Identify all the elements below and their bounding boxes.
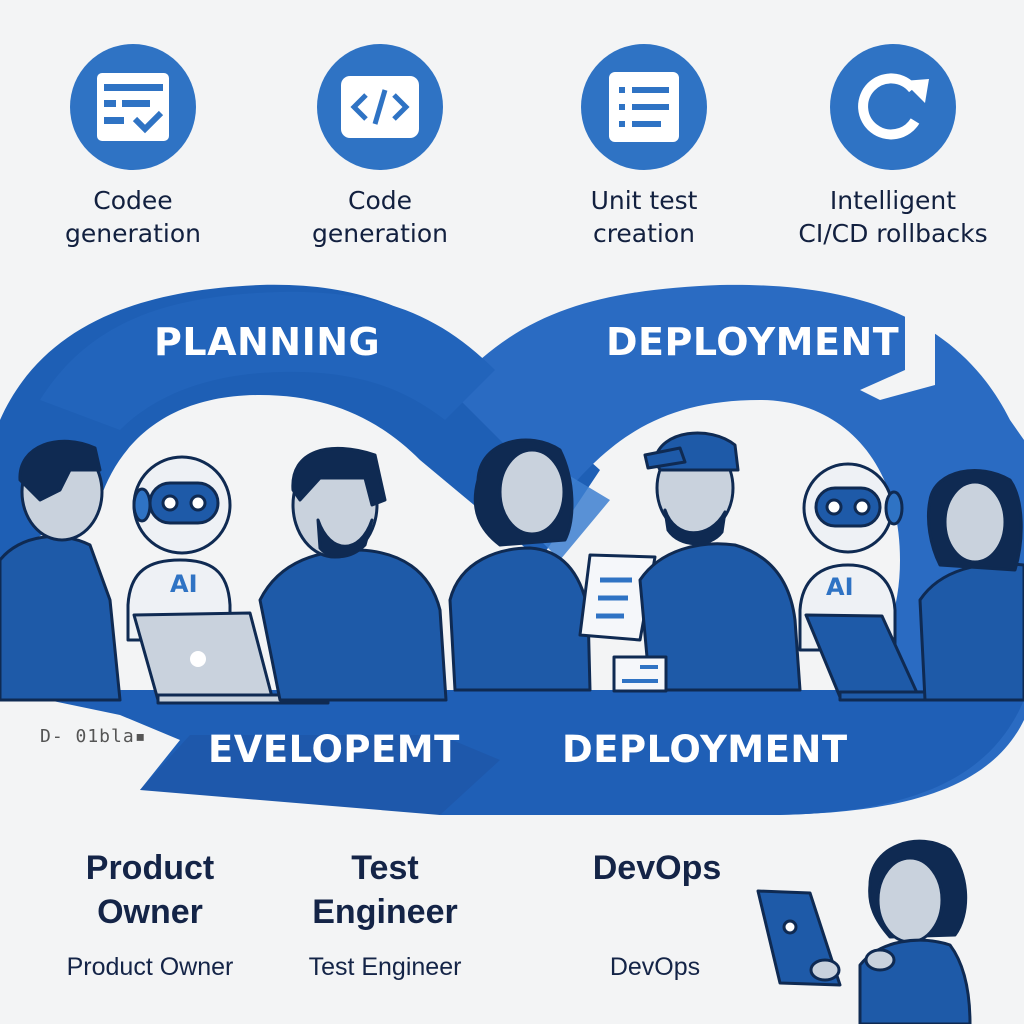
person-devops-engineer [638, 431, 802, 692]
role-title-line2: Engineer [312, 893, 458, 931]
feature-label-line2: CI/CD rollbacks [798, 219, 988, 248]
team-illustration [0, 431, 1024, 705]
role-title-line1: Test [351, 849, 419, 887]
checklist-form-icon [70, 44, 196, 170]
feature-unit-test-creation: Unit test creation [534, 44, 754, 250]
person-developer [258, 447, 448, 702]
role-title-devops: DevOps [557, 846, 757, 890]
refresh-icon [830, 44, 956, 170]
person-right-woman [918, 468, 1024, 702]
feature-label-line2: generation [312, 219, 448, 248]
role-title-product-owner: Product Owner [50, 846, 250, 934]
deployment-arrow-head [860, 310, 935, 400]
development-arrow [140, 735, 500, 815]
card-stack [612, 655, 668, 693]
feature-code-generation-1: Codee generation [23, 44, 243, 250]
laptop-right [804, 613, 920, 699]
person-test-engineer [448, 438, 592, 692]
feature-intelligent-rollbacks: Intelligent CI/CD rollbacks [783, 44, 1003, 250]
role-subtitle-product-owner: Product Owner [66, 953, 234, 981]
devops-person-illustration [756, 839, 972, 1024]
role-title-test-engineer: Test Engineer [285, 846, 485, 934]
feature-label-line1: Unit test [590, 186, 698, 215]
person-product-owner [0, 439, 122, 702]
feature-label-line1: Codee [93, 186, 173, 215]
stage-deployment-top: DEPLOYMENT [606, 320, 900, 364]
role-subtitle-test-engineer: Test Engineer [308, 953, 462, 981]
role-title-line2: Owner [97, 893, 203, 931]
crossing-chevron [470, 395, 610, 560]
stage-development: EVELOPEMT [208, 728, 460, 771]
feature-label-line2: creation [592, 219, 696, 248]
role-title-line1: Product [85, 849, 215, 887]
feature-label-line2: generation [65, 219, 201, 248]
role-subtitle-devops: DevOps [609, 953, 701, 981]
robot-right-badge: AI [826, 573, 854, 601]
feature-label-line1: Intelligent [829, 186, 957, 215]
stage-planning: PLANNING [154, 320, 381, 364]
planning-band [40, 291, 495, 430]
infinity-loop [0, 284, 1024, 815]
stage-deployment-bottom: DEPLOYMENT [562, 728, 848, 771]
list-icon [581, 44, 707, 170]
role-title-line1: DevOps [592, 849, 722, 887]
feature-code-generation-2: Code generation [270, 44, 490, 250]
robot-left-badge: AI [170, 570, 198, 598]
garbled-text: D- 01bla▪ [40, 726, 147, 747]
code-brackets-icon [317, 44, 443, 170]
feature-label-line1: Code [347, 186, 412, 215]
